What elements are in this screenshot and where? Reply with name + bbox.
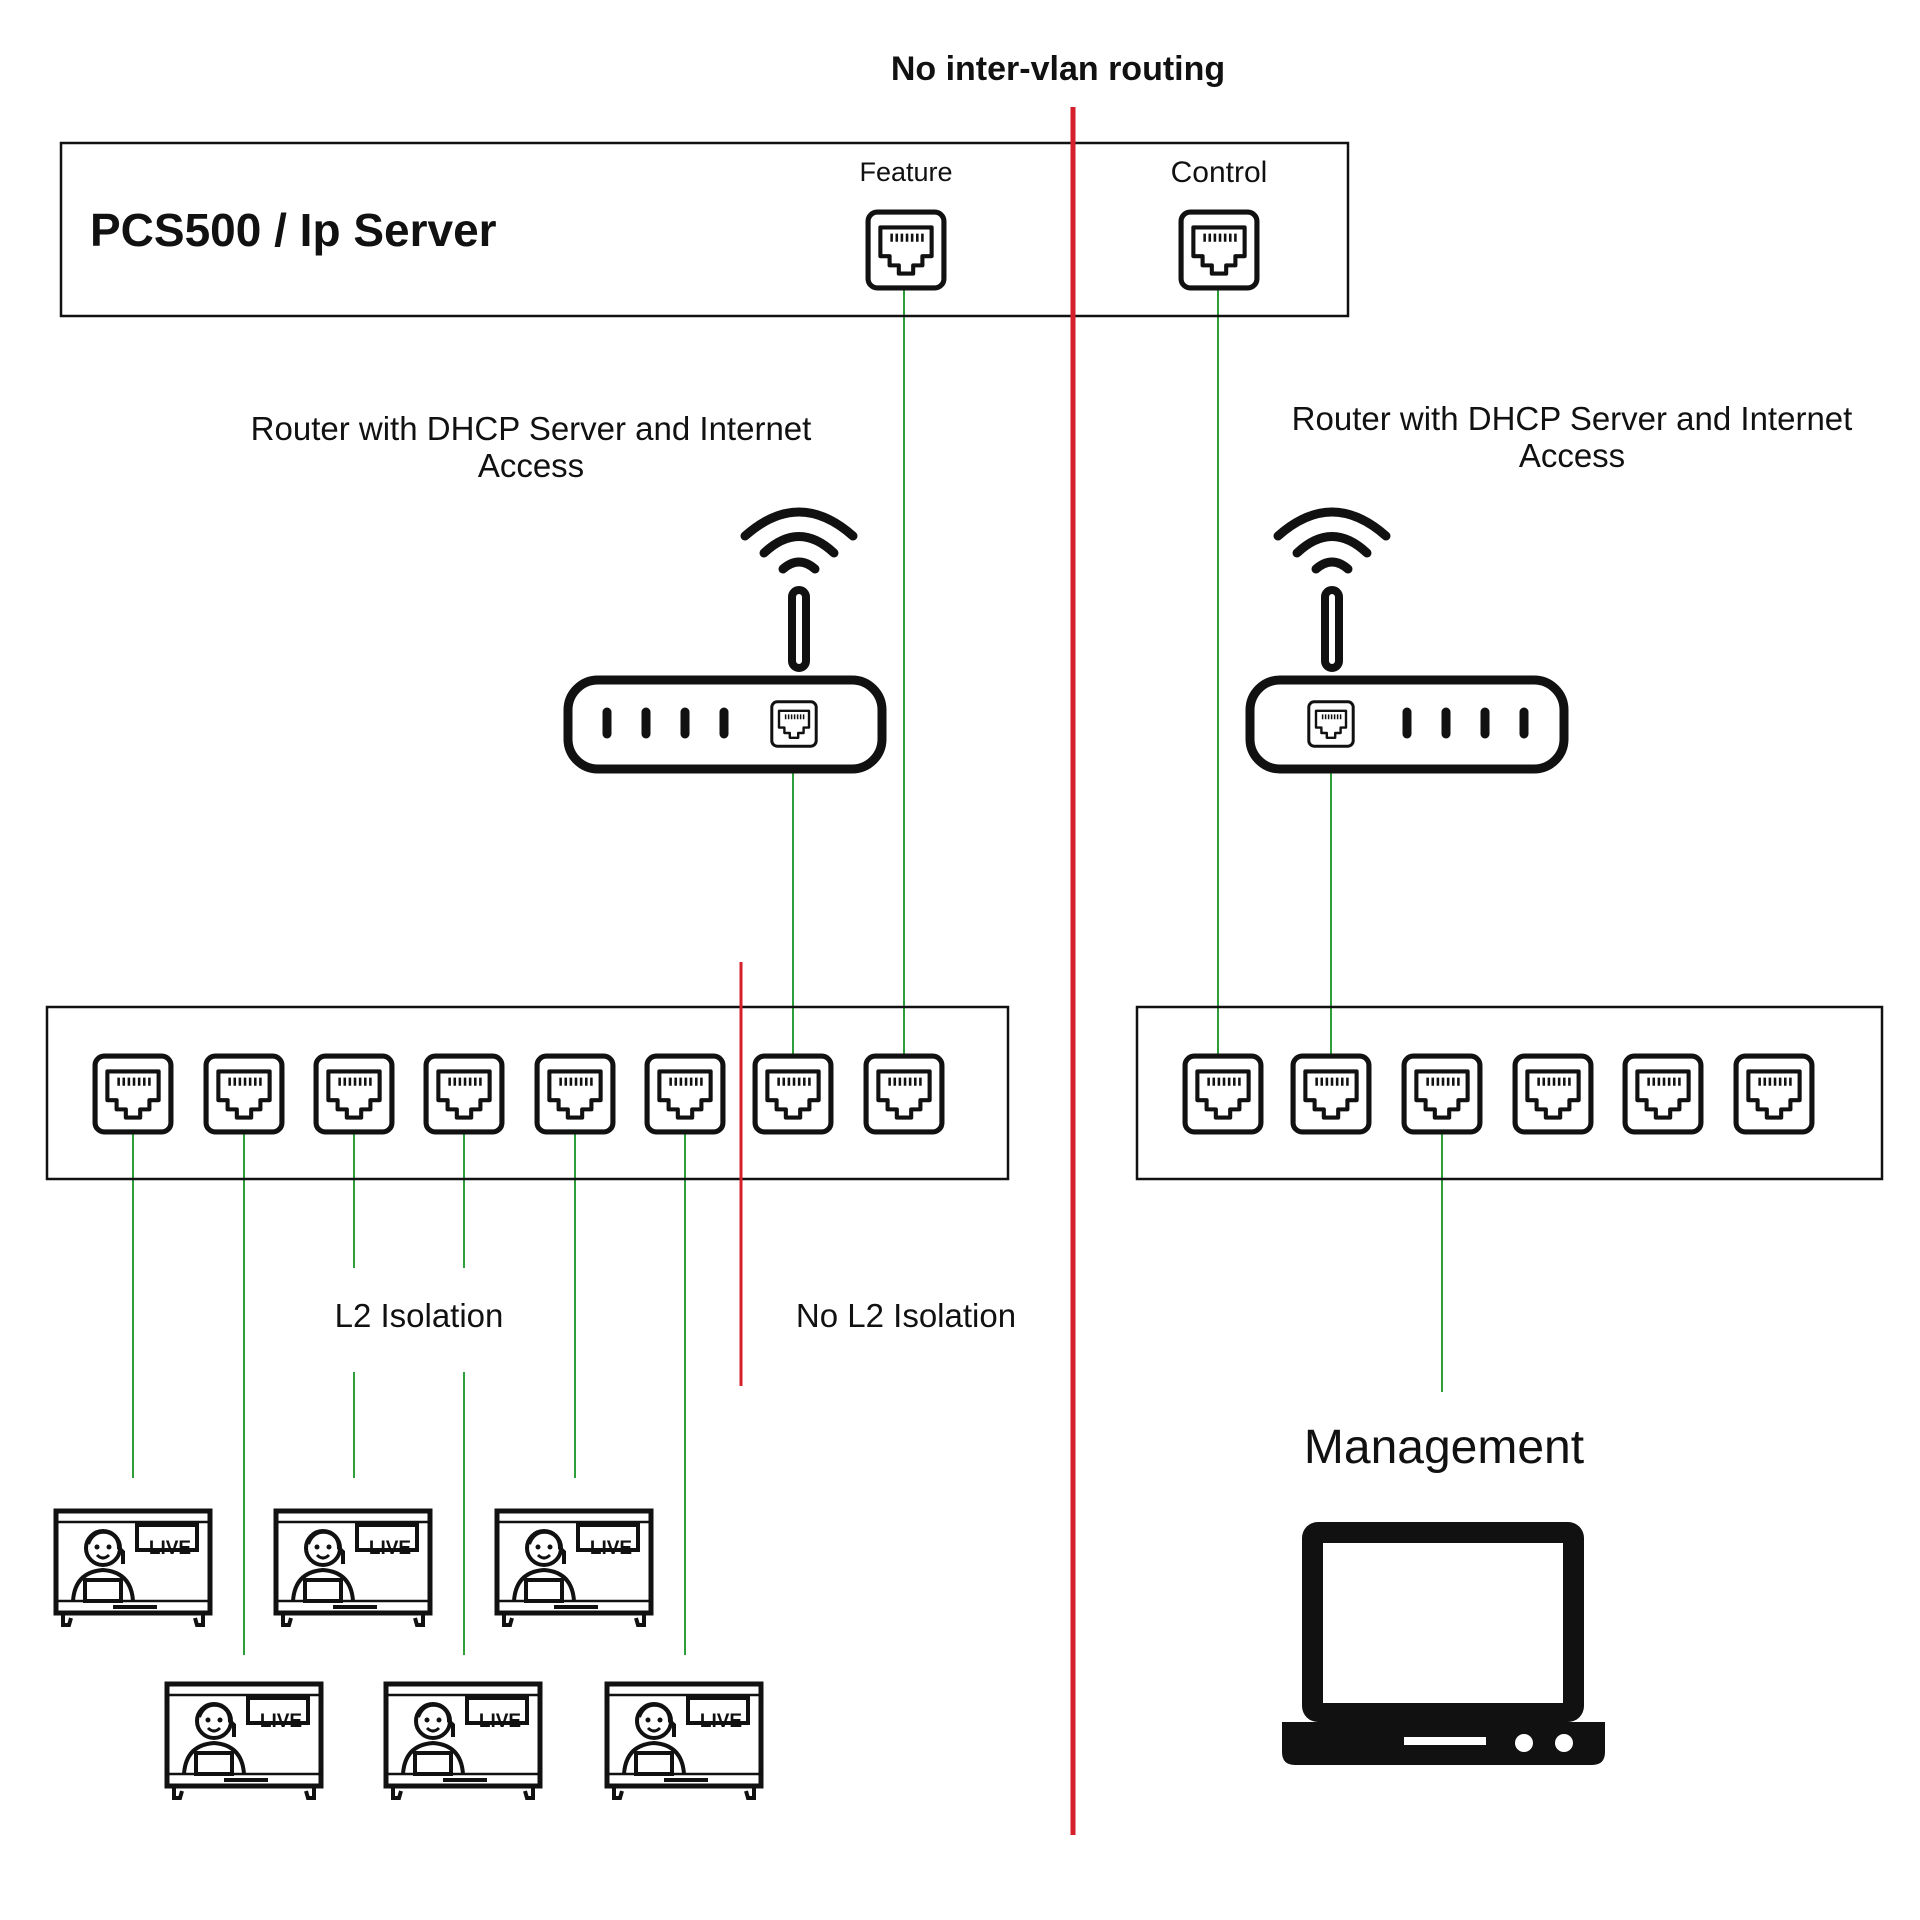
tv-row-bottom: LIVE LIVE LIVE — [167, 1684, 761, 1798]
router-icon — [1245, 512, 1569, 774]
ethernet-port-icon — [647, 1056, 723, 1132]
router-left-label-line2: Access — [478, 447, 584, 484]
svg-text:LIVE: LIVE — [260, 1711, 302, 1732]
live-tv-icon: LIVE — [56, 1511, 210, 1625]
router-right-label-line2: Access — [1519, 437, 1625, 474]
control-port-label: Control — [1171, 156, 1268, 189]
ethernet-port-icon — [1181, 212, 1257, 288]
ethernet-port-icon — [426, 1056, 502, 1132]
live-tv-icon: LIVE — [167, 1684, 321, 1798]
router-icon — [563, 512, 887, 774]
ethernet-port-icon — [1515, 1056, 1591, 1132]
server-label: PCS500 / Ip Server — [90, 204, 497, 256]
wifi-signal-icon — [1278, 512, 1386, 569]
right-switch-ports — [1185, 1056, 1812, 1132]
router-right-label-line1: Router with DHCP Server and Internet — [1292, 400, 1853, 437]
ethernet-port-icon — [1404, 1056, 1480, 1132]
feature-port-label: Feature — [859, 157, 952, 187]
live-tv-icon: LIVE — [276, 1511, 430, 1625]
ethernet-port-icon — [1293, 1056, 1369, 1132]
server-box — [59, 141, 1350, 318]
left-switch — [45, 1005, 1010, 1181]
no-l2-isolation-label: No L2 Isolation — [796, 1297, 1016, 1334]
svg-text:LIVE: LIVE — [700, 1711, 742, 1732]
ethernet-port-icon — [866, 1056, 942, 1132]
ethernet-port-icon — [537, 1056, 613, 1132]
ethernet-port-icon — [1625, 1056, 1701, 1132]
ethernet-port-icon — [95, 1056, 171, 1132]
ethernet-port-icon — [1307, 700, 1355, 748]
ethernet-port-icon — [770, 700, 818, 748]
ethernet-port-icon — [206, 1056, 282, 1132]
l2-isolation-label: L2 Isolation — [335, 1297, 504, 1334]
live-tv-icon: LIVE — [607, 1684, 761, 1798]
ethernet-port-icon — [868, 212, 944, 288]
svg-text:LIVE: LIVE — [149, 1538, 191, 1559]
svg-text:LIVE: LIVE — [590, 1538, 632, 1559]
router-left-label-line1: Router with DHCP Server and Internet — [251, 410, 812, 447]
right-switch — [1135, 1005, 1884, 1181]
live-tv-icon: LIVE — [497, 1511, 651, 1625]
svg-text:LIVE: LIVE — [479, 1711, 521, 1732]
ethernet-port-icon — [1736, 1056, 1812, 1132]
page-title: No inter-vlan routing — [891, 50, 1225, 88]
ethernet-port-icon — [755, 1056, 831, 1132]
wifi-signal-icon — [745, 512, 853, 569]
left-switch-ports — [95, 1056, 942, 1132]
management-label: Management — [1304, 1421, 1584, 1474]
live-tv-icon: LIVE — [386, 1684, 540, 1798]
svg-text:LIVE: LIVE — [369, 1538, 411, 1559]
ethernet-port-icon — [316, 1056, 392, 1132]
laptop-icon — [1282, 1522, 1605, 1765]
ethernet-port-icon — [1185, 1056, 1261, 1132]
tv-row-top: LIVE LIVE LIVE — [56, 1511, 651, 1625]
link-group — [132, 252, 1443, 1655]
